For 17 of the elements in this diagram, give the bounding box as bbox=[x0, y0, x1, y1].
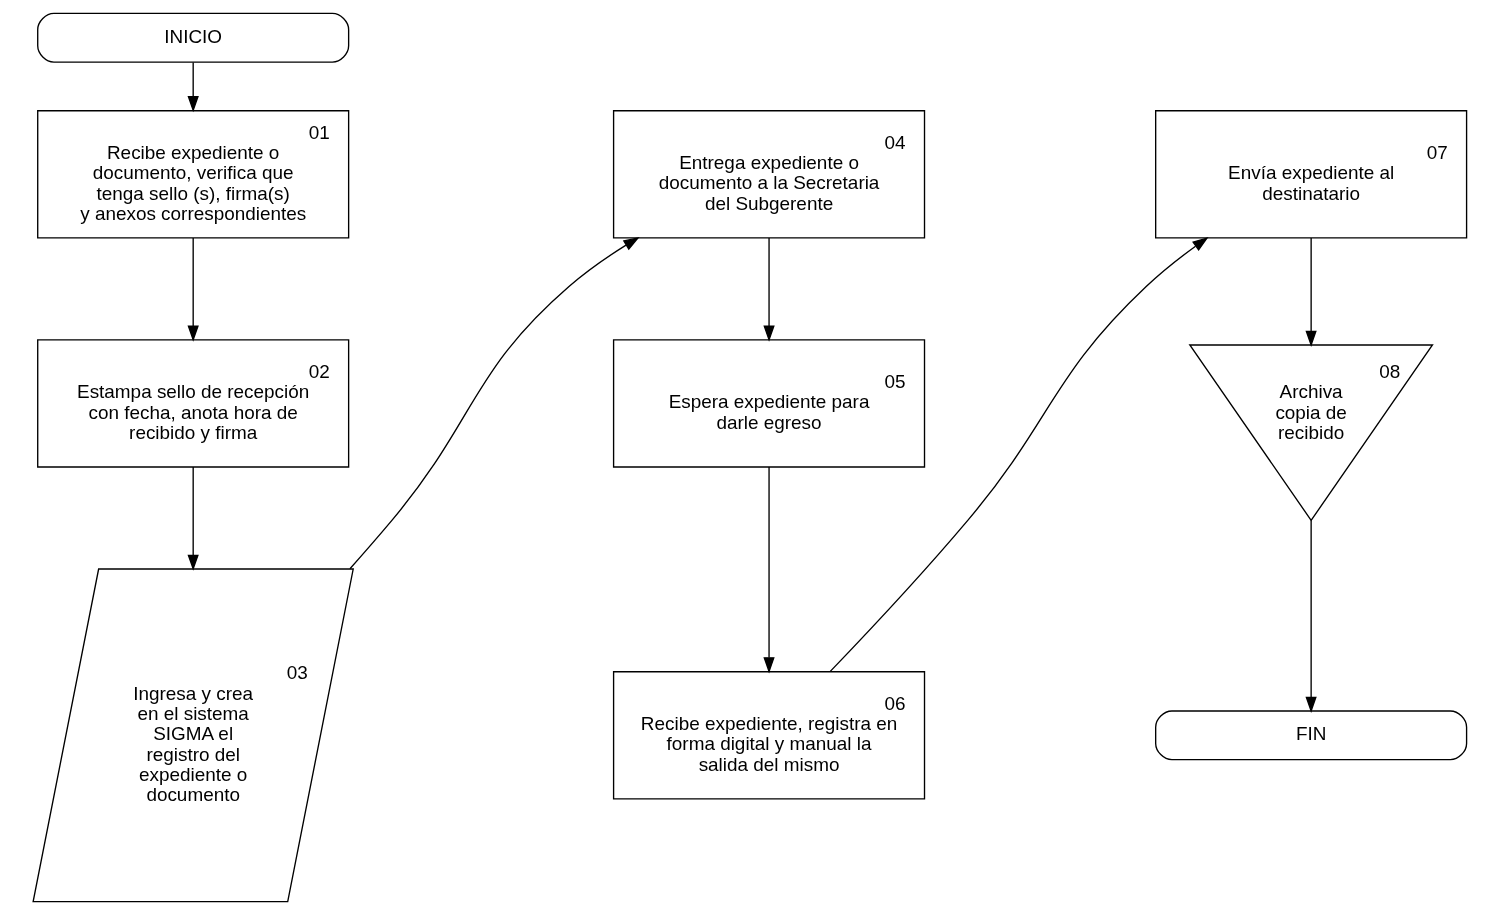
arrow bbox=[187, 237, 199, 342]
arrow bbox=[1304, 519, 1317, 713]
node-box: 01 Recibe expediente o documento, verifica que tenga sello (s), firma(s) y anexos correspondientes bbox=[36, 110, 349, 239]
arrow bbox=[762, 237, 775, 342]
arrow bbox=[1304, 237, 1317, 347]
arrow bbox=[348, 236, 640, 570]
arrow bbox=[187, 466, 199, 571]
node-box: INICIO bbox=[36, 12, 349, 63]
arrow bbox=[187, 61, 199, 113]
node-box: FIN bbox=[1154, 710, 1467, 761]
node-box: 05 Espera expediente para darle egreso bbox=[612, 339, 925, 468]
node-box: 06 Recibe expediente, registra en forma digital y manual la salida del mismo bbox=[612, 671, 925, 800]
node-box: 04 Entrega expediente o documento a la Secretaria del Subgerente bbox=[612, 110, 925, 239]
node-box: 07 Envía expediente al destinatario bbox=[1154, 110, 1467, 239]
arrow bbox=[762, 466, 775, 674]
node-box: 02 Estampa sello de recepción con fecha, anota hora de recibido y firma bbox=[36, 339, 349, 468]
arrow bbox=[829, 236, 1209, 673]
